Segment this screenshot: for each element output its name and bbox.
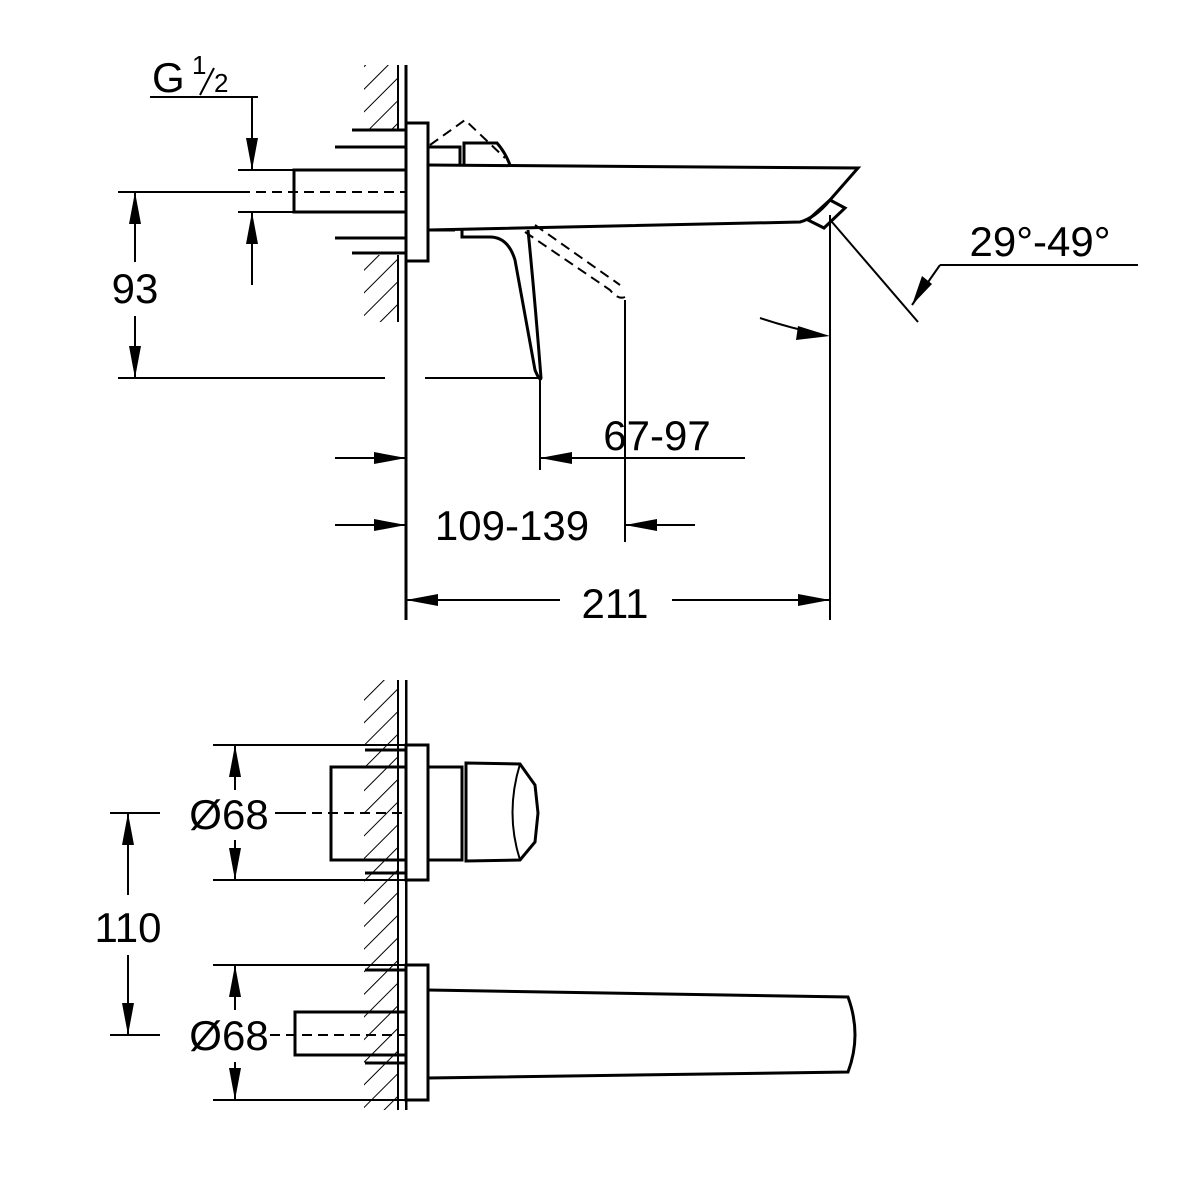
spacing-value: 110 xyxy=(95,904,162,951)
mixer-body xyxy=(280,743,540,882)
spout xyxy=(427,141,862,381)
thread-fraction-num: 1 xyxy=(192,50,206,80)
front-view: Ø68 110 Ø68 xyxy=(95,680,857,1110)
spout-front xyxy=(270,963,857,1102)
lever-alternate-position xyxy=(429,118,626,299)
side-view: G 1 2 93 xyxy=(112,50,1138,627)
thread-label: G xyxy=(152,54,185,101)
wall-section xyxy=(364,65,408,620)
projection-dimension: 211 xyxy=(406,215,831,627)
projection-value: 211 xyxy=(582,580,649,627)
mounting-plate xyxy=(335,121,430,263)
spacing-dimension: 110 xyxy=(95,812,162,1036)
lower-diameter-value: Ø68 xyxy=(189,1012,268,1059)
depth-dimension: 109-139 xyxy=(335,502,695,549)
upper-diameter-dimension: Ø68 xyxy=(189,744,406,881)
lower-diameter-dimension: Ø68 xyxy=(189,964,406,1101)
angle-dimension: 29°-49° xyxy=(759,218,1138,340)
depth-value: 109-139 xyxy=(435,502,589,549)
thread-fraction-den: 2 xyxy=(214,68,228,98)
lever-value: 67-97 xyxy=(603,412,710,459)
thread-dimension: G 1 2 xyxy=(150,50,294,285)
inlet-pipe xyxy=(240,168,408,214)
height-value: 93 xyxy=(112,265,159,312)
angle-value: 29°-49° xyxy=(969,218,1110,265)
height-dimension: 93 xyxy=(112,191,540,379)
upper-diameter-value: Ø68 xyxy=(189,791,268,838)
lever-dimension: 67-97 xyxy=(335,300,745,542)
